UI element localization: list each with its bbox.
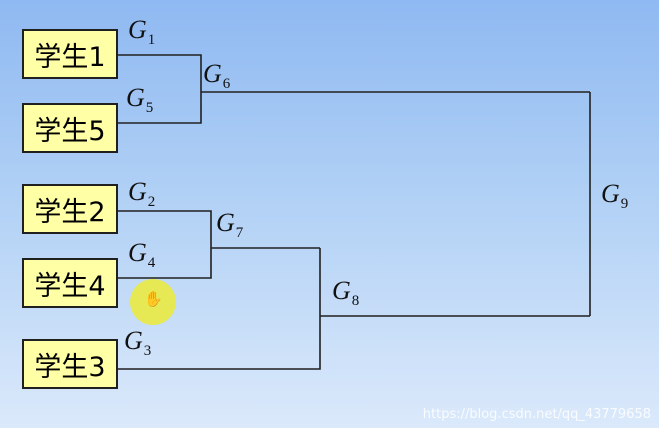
- label-g3: G3: [124, 326, 152, 359]
- student-box-2: 学生2: [22, 184, 118, 234]
- label-g8: G8: [332, 276, 360, 309]
- link-g8: [118, 248, 321, 370]
- cursor-highlight: ✋: [130, 279, 176, 325]
- student-box-1: 学生1: [22, 29, 118, 79]
- label-g2: G2: [128, 177, 156, 210]
- hand-pointer-icon: ✋: [144, 290, 163, 308]
- label-g7: G7: [216, 208, 244, 241]
- student-box-5: 学生5: [22, 103, 118, 153]
- student-box-4: 学生4: [22, 258, 118, 308]
- link-g7: [118, 210, 212, 279]
- watermark: https://blog.csdn.net/qq_43779658: [422, 407, 651, 422]
- student-box-3: 学生3: [22, 339, 118, 389]
- label-g6: G6: [203, 59, 231, 92]
- link-g6: [118, 54, 202, 124]
- label-g5: G5: [126, 83, 154, 116]
- label-g9: G9: [601, 179, 629, 212]
- label-g4: G4: [128, 238, 156, 271]
- label-g1: G1: [128, 15, 156, 48]
